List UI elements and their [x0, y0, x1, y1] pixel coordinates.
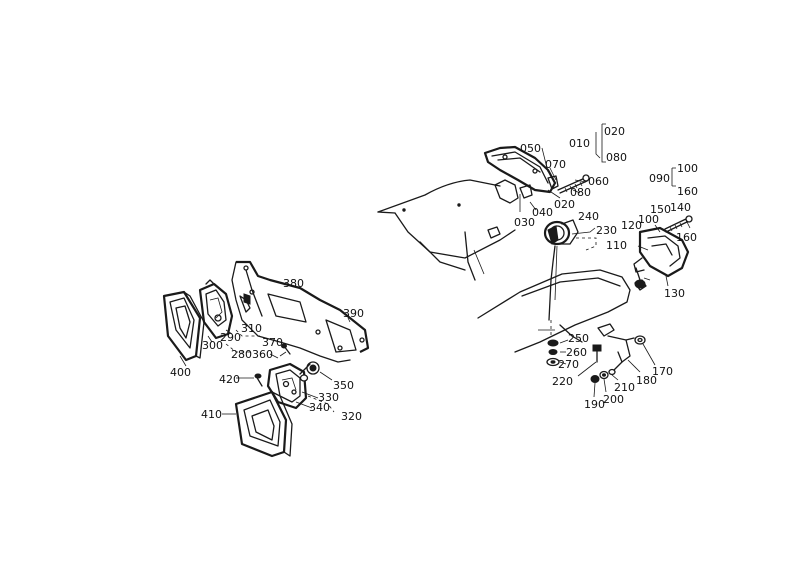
callout-280: 280: [231, 348, 252, 361]
callout-160-group: 160: [677, 185, 698, 198]
callout-210: 210: [614, 381, 635, 394]
leader-lines-right: [519, 123, 691, 398]
callout-100: 100: [638, 213, 659, 226]
callout-290: 290: [220, 331, 241, 344]
leader-lines-left: [179, 287, 351, 415]
callout-370: 370: [262, 336, 283, 349]
callout-190: 190: [584, 398, 605, 411]
callout-320: 320: [341, 410, 362, 423]
callout-labels: 010 020 080 050 070 060 080 020 040 030 …: [170, 125, 698, 423]
headlight-frame-410: [234, 390, 293, 458]
callout-010: 010: [569, 137, 590, 150]
headlamp-unit-300: [198, 279, 234, 340]
callout-110: 110: [606, 239, 627, 252]
callout-360: 360: [252, 348, 273, 361]
callout-420: 420: [219, 373, 240, 386]
callout-140: 140: [670, 201, 691, 214]
callout-160: 160: [676, 231, 697, 244]
callout-120: 120: [621, 219, 642, 232]
callout-220: 220: [552, 375, 573, 388]
callout-410: 410: [201, 408, 222, 421]
callout-170: 170: [652, 365, 673, 378]
callout-070: 070: [545, 158, 566, 171]
callout-090: 090: [649, 172, 670, 185]
washers-190-200: [590, 361, 623, 383]
callout-260: 260: [566, 346, 587, 359]
nut-250: [546, 339, 560, 367]
callout-330: 330: [318, 391, 339, 404]
callout-080: 080: [570, 186, 591, 199]
headlight-frame-400: [162, 290, 205, 362]
callout-400: 400: [170, 366, 191, 379]
callout-050: 050: [520, 142, 541, 155]
callout-180: 180: [636, 374, 657, 387]
callout-350: 350: [333, 379, 354, 392]
callout-130: 130: [664, 287, 685, 300]
callout-310: 310: [241, 322, 262, 335]
bracket-180: [597, 323, 646, 363]
callout-200: 200: [603, 393, 624, 406]
callout-240: 240: [578, 210, 599, 223]
rear-lamp-050: [483, 145, 559, 204]
callout-150: 150: [650, 203, 671, 216]
callout-300: 300: [202, 339, 223, 352]
callout-040: 040: [532, 206, 553, 219]
work-lamp-240: [543, 219, 579, 338]
callout-380: 380: [283, 277, 304, 290]
callout-030: 030: [514, 216, 535, 229]
fender: [477, 269, 647, 353]
socket-350: [299, 361, 320, 382]
hood-body: [377, 179, 516, 281]
screw-420: [254, 343, 291, 387]
headlight-bracket-380: [231, 260, 370, 363]
callout-390: 390: [343, 307, 364, 320]
callout-020: 020: [554, 198, 575, 211]
callout-340: 340: [309, 401, 330, 414]
callout-230: 230: [596, 224, 617, 237]
callout-270: 270: [558, 358, 579, 371]
bolt-060: [557, 174, 590, 194]
callout-080-group: 080: [606, 151, 627, 164]
callout-100-group: 100: [677, 162, 698, 175]
headlamp-unit-330: [266, 362, 308, 410]
callout-060: 060: [588, 175, 609, 188]
callout-250: 250: [568, 332, 589, 345]
bolt-220: [592, 344, 602, 363]
callout-020-group: 020: [604, 125, 625, 138]
bolt-140: [664, 215, 693, 233]
